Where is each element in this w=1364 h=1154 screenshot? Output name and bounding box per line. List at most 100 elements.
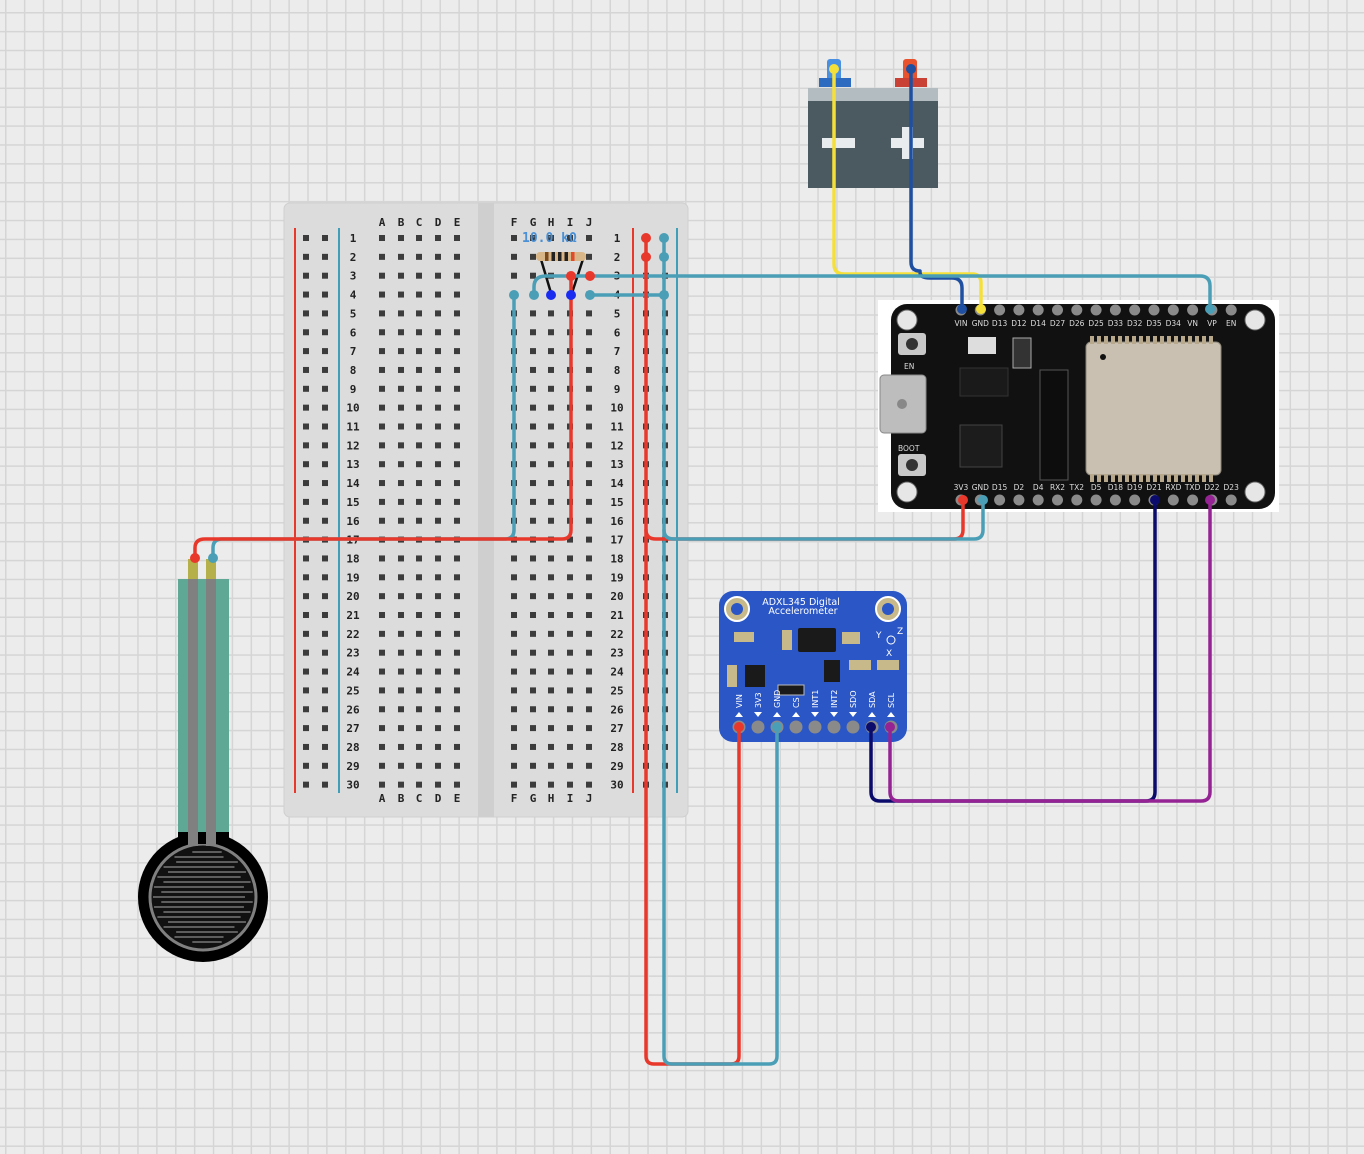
- breadboard-hole[interactable]: [511, 725, 517, 732]
- breadboard-hole[interactable]: [511, 612, 517, 618]
- breadboard-hole[interactable]: [454, 310, 460, 317]
- breadboard-hole[interactable]: [435, 348, 441, 355]
- breadboard-hole[interactable]: [303, 762, 309, 769]
- breadboard-hole[interactable]: [530, 253, 536, 260]
- breadboard-hole[interactable]: [379, 442, 385, 449]
- breadboard-hole[interactable]: [322, 555, 328, 562]
- wire-rail-to-esp-gnd[interactable]: [662, 498, 985, 541]
- breadboard-hole[interactable]: [398, 725, 404, 732]
- breadboard-hole[interactable]: [586, 593, 592, 600]
- fsr-pin-2[interactable]: [206, 559, 216, 581]
- breadboard-hole[interactable]: [530, 329, 536, 336]
- wire-endpoint[interactable]: [566, 290, 576, 300]
- wire-endpoint[interactable]: [829, 64, 839, 74]
- breadboard-hole[interactable]: [586, 253, 592, 260]
- breadboard-hole[interactable]: [379, 574, 385, 581]
- breadboard-hole[interactable]: [567, 649, 573, 656]
- breadboard-hole[interactable]: [416, 517, 422, 524]
- esp32-pin-d23[interactable]: [1225, 494, 1237, 506]
- wire-endpoint[interactable]: [885, 722, 895, 732]
- breadboard-hole[interactable]: [322, 366, 328, 373]
- breadboard-hole[interactable]: [379, 423, 385, 430]
- wire-endpoint[interactable]: [585, 290, 595, 300]
- breadboard-hole[interactable]: [379, 366, 385, 373]
- breadboard-hole[interactable]: [379, 329, 385, 336]
- esp32-pin-d12[interactable]: [1013, 304, 1025, 316]
- wire-endpoint[interactable]: [509, 290, 519, 300]
- wire-endpoint[interactable]: [957, 304, 967, 314]
- breadboard-hole[interactable]: [398, 310, 404, 317]
- breadboard-hole[interactable]: [398, 329, 404, 336]
- breadboard-hole[interactable]: [586, 366, 592, 373]
- breadboard-hole[interactable]: [548, 555, 554, 562]
- breadboard-hole[interactable]: [530, 706, 536, 713]
- wire-endpoint[interactable]: [772, 722, 782, 732]
- breadboard-hole[interactable]: [567, 235, 573, 241]
- force-sensor[interactable]: [138, 559, 268, 962]
- breadboard-hole[interactable]: [454, 480, 460, 487]
- breadboard-hole[interactable]: [322, 517, 328, 524]
- breadboard-hole[interactable]: [511, 762, 517, 769]
- breadboard-hole[interactable]: [416, 310, 422, 317]
- breadboard-hole[interactable]: [303, 253, 309, 260]
- breadboard-hole[interactable]: [398, 593, 404, 600]
- breadboard-hole[interactable]: [530, 348, 536, 355]
- breadboard-hole[interactable]: [454, 743, 460, 750]
- breadboard-hole[interactable]: [416, 291, 422, 298]
- breadboard-hole[interactable]: [530, 555, 536, 562]
- breadboard-hole[interactable]: [416, 423, 422, 430]
- breadboard-hole[interactable]: [303, 687, 309, 694]
- breadboard-hole[interactable]: [303, 593, 309, 600]
- breadboard-hole[interactable]: [398, 291, 404, 298]
- wire-endpoint[interactable]: [734, 722, 744, 732]
- breadboard-hole[interactable]: [548, 442, 554, 449]
- breadboard-hole[interactable]: [548, 385, 554, 392]
- breadboard-hole[interactable]: [530, 461, 536, 468]
- breadboard-hole[interactable]: [303, 706, 309, 713]
- breadboard-hole[interactable]: [398, 442, 404, 449]
- wire-endpoint[interactable]: [641, 233, 651, 243]
- esp32-pin-d27[interactable]: [1052, 304, 1063, 316]
- breadboard-hole[interactable]: [398, 517, 404, 524]
- breadboard-hole[interactable]: [435, 404, 441, 411]
- breadboard-hole[interactable]: [398, 649, 404, 656]
- adxl345-pin-cs[interactable]: [789, 720, 803, 734]
- breadboard-hole[interactable]: [435, 743, 441, 750]
- breadboard-hole[interactable]: [416, 555, 422, 562]
- wire-endpoint[interactable]: [546, 290, 556, 300]
- breadboard-hole[interactable]: [322, 649, 328, 656]
- breadboard-hole[interactable]: [530, 612, 536, 618]
- wire-endpoint[interactable]: [641, 252, 651, 262]
- breadboard-hole[interactable]: [379, 649, 385, 656]
- breadboard-hole[interactable]: [511, 593, 517, 600]
- wire-endpoint[interactable]: [529, 290, 539, 300]
- wire-rail-to-adxl-gnd[interactable]: [662, 236, 779, 1066]
- breadboard-hole[interactable]: [454, 461, 460, 468]
- breadboard-hole[interactable]: [379, 725, 385, 732]
- breadboard-hole[interactable]: [586, 762, 592, 769]
- breadboard-hole[interactable]: [454, 593, 460, 600]
- breadboard-hole[interactable]: [586, 348, 592, 355]
- breadboard-hole[interactable]: [454, 404, 460, 411]
- breadboard-hole[interactable]: [530, 781, 536, 788]
- breadboard-hole[interactable]: [435, 781, 441, 788]
- breadboard-hole[interactable]: [379, 762, 385, 769]
- esp32-pin-d4[interactable]: [1032, 494, 1044, 506]
- breadboard-hole[interactable]: [416, 593, 422, 600]
- wire-endpoint[interactable]: [1205, 304, 1215, 314]
- breadboard-hole[interactable]: [322, 593, 328, 600]
- breadboard-hole[interactable]: [586, 385, 592, 392]
- breadboard-hole[interactable]: [322, 706, 328, 713]
- breadboard-hole[interactable]: [548, 310, 554, 317]
- breadboard-hole[interactable]: [416, 725, 422, 732]
- breadboard-hole[interactable]: [435, 423, 441, 430]
- breadboard-hole[interactable]: [322, 612, 328, 618]
- breadboard-hole[interactable]: [379, 272, 385, 279]
- breadboard-hole[interactable]: [416, 480, 422, 487]
- breadboard-hole[interactable]: [454, 687, 460, 694]
- breadboard-hole[interactable]: [567, 555, 573, 562]
- breadboard-hole[interactable]: [416, 498, 422, 505]
- esp32-pin-d33[interactable]: [1109, 304, 1121, 316]
- breadboard-hole[interactable]: [379, 630, 385, 637]
